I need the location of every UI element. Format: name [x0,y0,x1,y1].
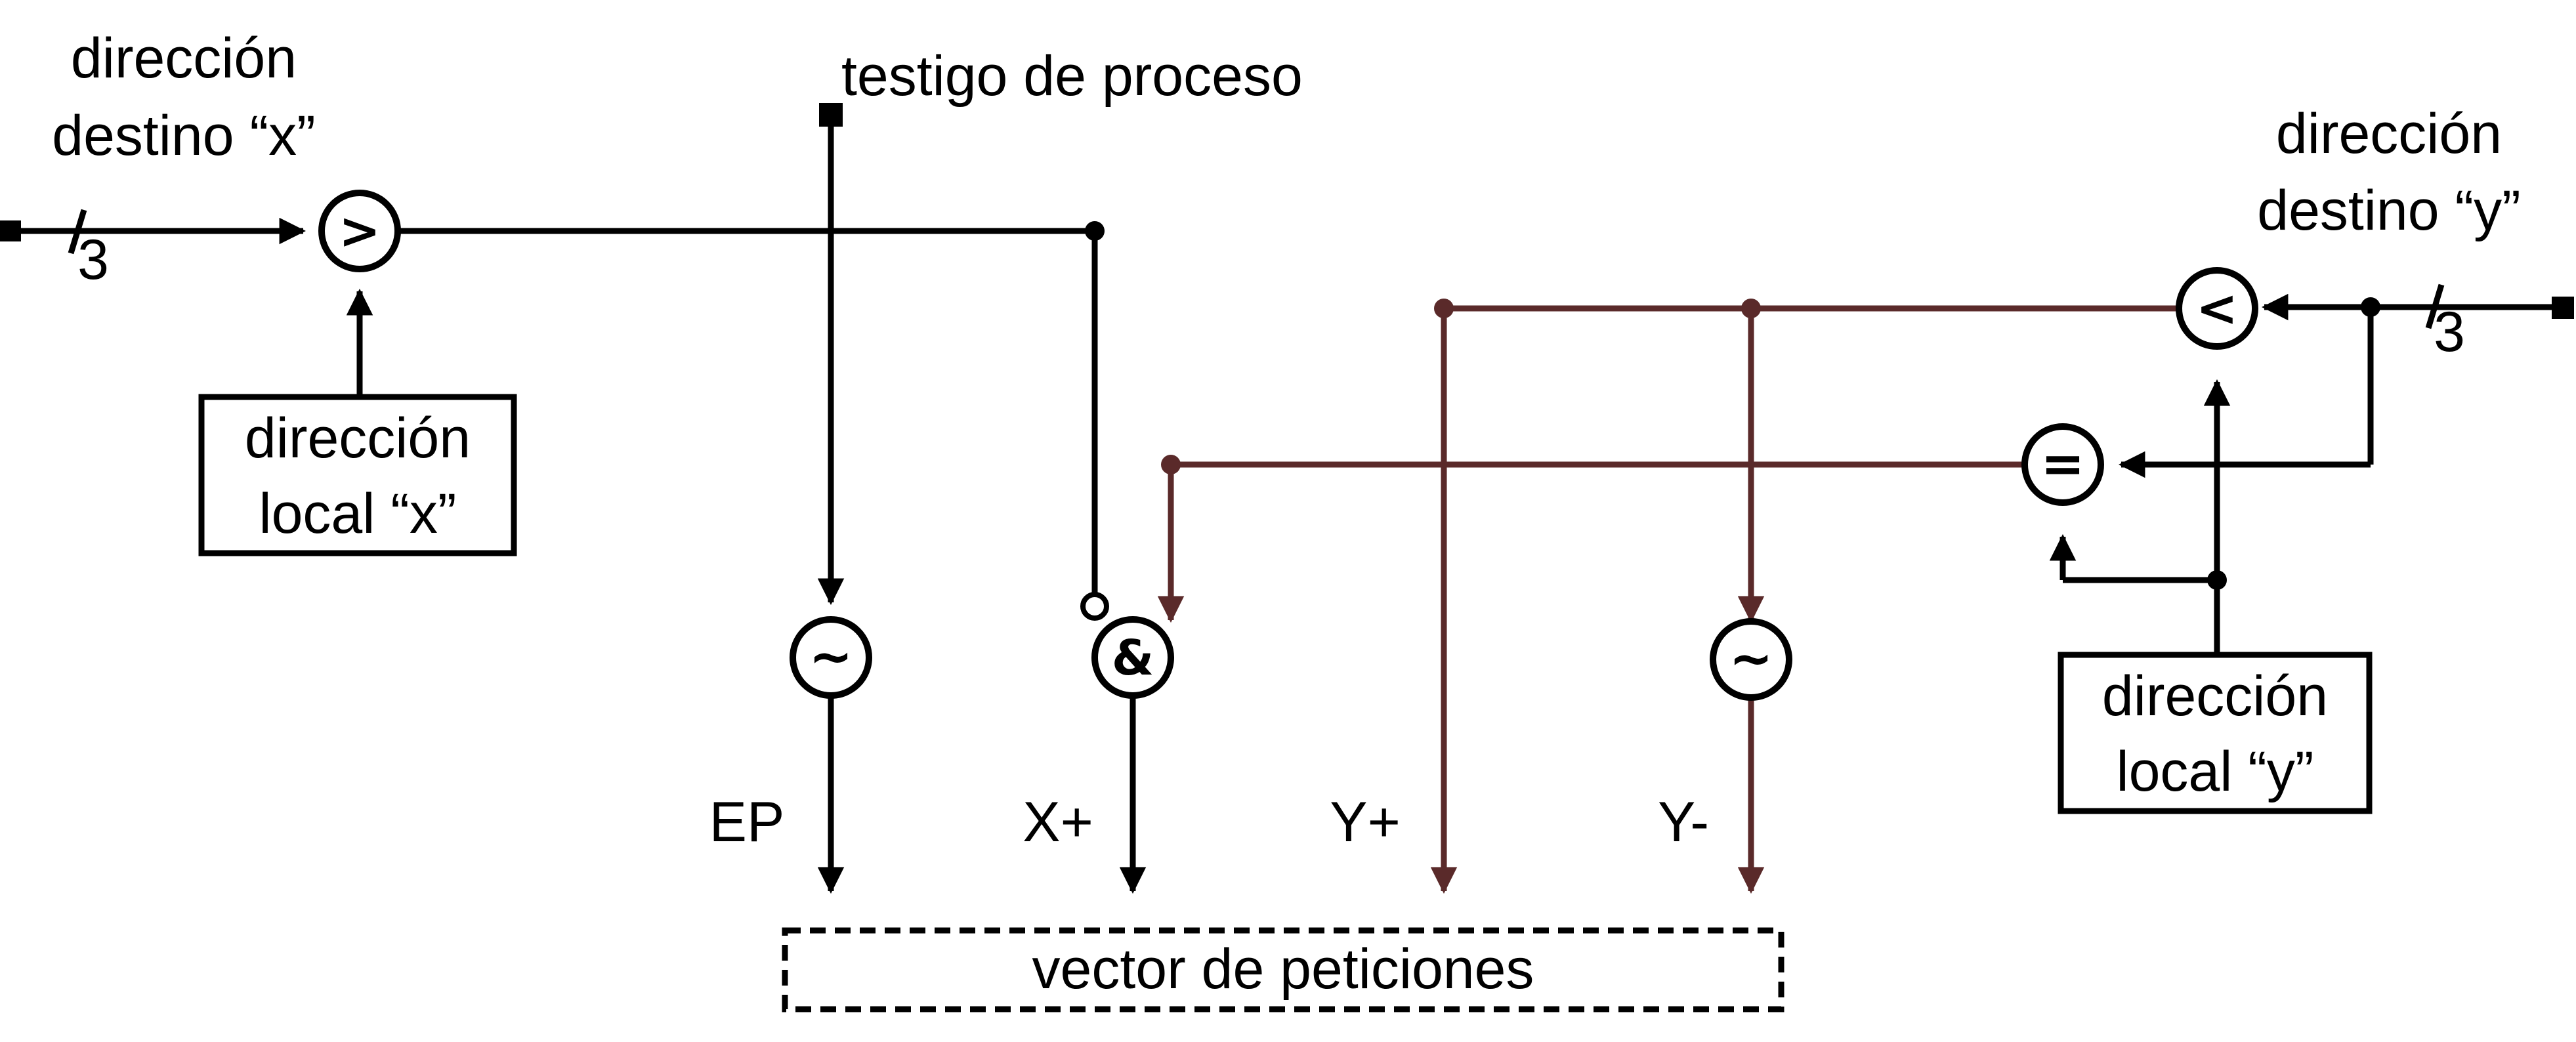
and-symbol: & [1112,630,1154,686]
local-y-box [2058,652,2373,814]
junction-greater-out [1085,221,1105,241]
not-ep-symbol: ~ [809,626,853,687]
operator-equals: = [2021,423,2104,506]
local-x-label-line1: dirección [245,407,471,470]
dest-x-label-line2: destino “x” [52,104,316,167]
request-vector-label: vector de peticiones [1032,938,1534,1001]
brown-junctions [1161,299,1761,474]
output-yminus-label: Y- [1658,791,1709,854]
output-yplus-label: Y+ [1330,791,1401,854]
bus-width-x: 3 [77,228,109,291]
junction-dest-y [2361,297,2380,317]
dest-y-label-line1: dirección [2276,102,2502,165]
black-wires [12,115,2560,894]
terminal-dest-y [2552,297,2574,319]
terminal-process-witness [819,103,843,127]
junction-yplus [1434,299,1454,318]
junction-local-y [2207,570,2227,590]
operator-and: & [1091,616,1174,699]
process-witness-label: testigo de proceso [841,45,1303,108]
junction-equals-branch [1161,455,1181,474]
output-xplus-label: X+ [1023,791,1093,854]
output-ep-label: EP [709,791,785,854]
bus-slash-y [2425,283,2445,329]
dest-x-label-line1: dirección [71,27,297,90]
less-than-symbol: < [2196,279,2238,337]
equals-symbol: = [2040,433,2084,494]
operator-not-ep: ~ [790,616,872,699]
not-yminus-symbol: ~ [1729,628,1773,689]
junction-yminus [1741,299,1761,318]
local-y-label-line2: local “y” [2116,740,2313,803]
local-x-box [198,394,517,556]
dest-y-label-line2: destino “y” [2257,179,2521,242]
inversion-bubble [1080,592,1109,621]
bus-slash-x [68,209,87,255]
bus-width-y: 3 [2434,301,2465,364]
local-y-label-line1: dirección [2102,665,2328,728]
brown-wires [1157,305,2178,894]
terminal-dest-x [0,220,21,241]
operator-not-yminus: ~ [1710,618,1792,701]
greater-than-symbol: > [339,201,381,260]
operator-greater-than: > [318,190,401,272]
local-x-label-line2: local “x” [259,482,456,545]
request-vector-box [782,927,1784,1012]
operator-less-than: < [2176,267,2258,350]
black-terminals [0,103,2574,590]
